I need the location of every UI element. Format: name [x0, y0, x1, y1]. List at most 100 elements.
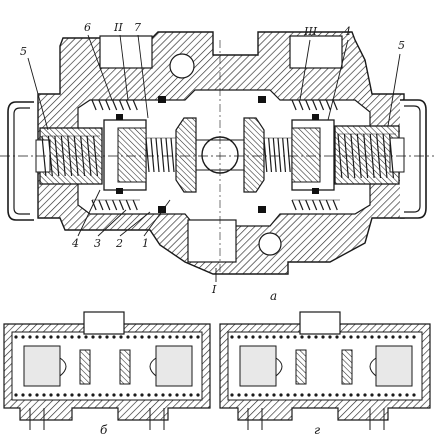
flow-dot	[35, 393, 39, 397]
spring-coil	[282, 137, 287, 173]
flow-dot	[300, 393, 304, 397]
inner-spring-right	[263, 137, 292, 173]
flow-dot	[154, 335, 158, 339]
label-1: 1	[142, 237, 149, 250]
flow-dot	[42, 393, 46, 397]
flow-dot	[370, 335, 374, 339]
caption-a: а	[270, 289, 278, 303]
flow-dot	[49, 393, 53, 397]
flow-dot	[279, 335, 283, 339]
spring-coil	[165, 137, 170, 173]
spring-coil	[91, 199, 97, 211]
view-g-top-port	[299, 311, 341, 335]
flow-dot	[112, 393, 116, 397]
flow-dot	[147, 335, 151, 339]
flow-dot	[314, 393, 318, 397]
flow-dot	[349, 393, 353, 397]
inlet-port	[187, 219, 237, 263]
main-sectional-view	[0, 31, 434, 282]
flow-dot	[363, 393, 367, 397]
spring-coil	[155, 137, 160, 173]
flow-dot	[342, 393, 346, 397]
flow-dot	[77, 393, 81, 397]
spring-coil	[305, 199, 311, 211]
center-valve-right	[243, 117, 265, 193]
spring-coil	[125, 199, 131, 211]
left-spring	[41, 135, 100, 177]
flow-dot	[272, 335, 276, 339]
flow-dot	[14, 393, 18, 397]
flow-dot	[147, 393, 151, 397]
spring-coil	[105, 199, 111, 211]
left-end-cap	[7, 101, 34, 221]
spring-coil	[112, 199, 118, 211]
center-valve-left	[175, 117, 197, 193]
flow-dot	[133, 393, 137, 397]
flow-dot	[363, 335, 367, 339]
flow-dot	[251, 335, 255, 339]
flow-dot	[412, 335, 416, 339]
flow-dot	[63, 393, 67, 397]
spring-coil	[112, 99, 118, 111]
flow-dot	[321, 335, 325, 339]
spring-coil	[298, 99, 304, 111]
spring-coil	[312, 99, 318, 111]
spring-coil	[286, 137, 291, 173]
flow-dot	[258, 335, 262, 339]
bolt-hole-left	[169, 53, 195, 79]
label-6: 6	[84, 21, 91, 34]
flow-dot	[35, 335, 39, 339]
spring-coil	[332, 199, 338, 211]
spring-coil	[125, 99, 131, 111]
flow-dot	[182, 335, 186, 339]
flow-dot	[391, 335, 395, 339]
flow-dot	[42, 335, 46, 339]
flow-dot	[258, 393, 262, 397]
flow-dot	[126, 393, 130, 397]
flow-dot	[314, 335, 318, 339]
flow-dot	[349, 335, 353, 339]
flow-dot	[133, 335, 137, 339]
flow-dot	[370, 393, 374, 397]
spring-coil	[332, 99, 338, 111]
spring-coil	[86, 135, 92, 177]
flow-dot	[230, 393, 234, 397]
flow-dot	[21, 393, 25, 397]
spring-coil	[312, 199, 318, 211]
flow-dot	[14, 335, 18, 339]
flow-dot	[105, 393, 109, 397]
spring-coil	[145, 137, 150, 173]
flow-dot	[70, 335, 74, 339]
flow-dot	[398, 335, 402, 339]
label-4-bottom: 4	[72, 237, 79, 250]
flow-dot	[251, 393, 255, 397]
flow-dot	[405, 335, 409, 339]
label-III: III	[304, 25, 318, 38]
flow-dot	[384, 335, 388, 339]
flow-dot	[335, 393, 339, 397]
spring-coil	[325, 199, 331, 211]
flow-dot	[21, 335, 25, 339]
spring-coil	[298, 199, 304, 211]
flow-dot	[391, 393, 395, 397]
flow-dot	[154, 393, 158, 397]
port-right-top	[289, 35, 343, 69]
spring-coil	[318, 199, 325, 211]
bottom-spring-right	[291, 199, 340, 211]
flow-dot	[237, 393, 241, 397]
spring-coil	[150, 137, 155, 173]
spring-coil	[170, 137, 175, 173]
spring-coil	[160, 137, 165, 173]
flow-dot	[293, 393, 297, 397]
flow-dot	[98, 393, 102, 397]
spring-coil	[356, 133, 362, 179]
flow-dot	[272, 393, 276, 397]
flow-dot	[342, 335, 346, 339]
flow-dot	[56, 335, 60, 339]
flow-dot	[56, 393, 60, 397]
flow-dot	[279, 393, 283, 397]
flow-dot	[398, 393, 402, 397]
flow-dot	[377, 393, 381, 397]
spring-coil	[291, 99, 297, 111]
flow-dot	[237, 335, 241, 339]
